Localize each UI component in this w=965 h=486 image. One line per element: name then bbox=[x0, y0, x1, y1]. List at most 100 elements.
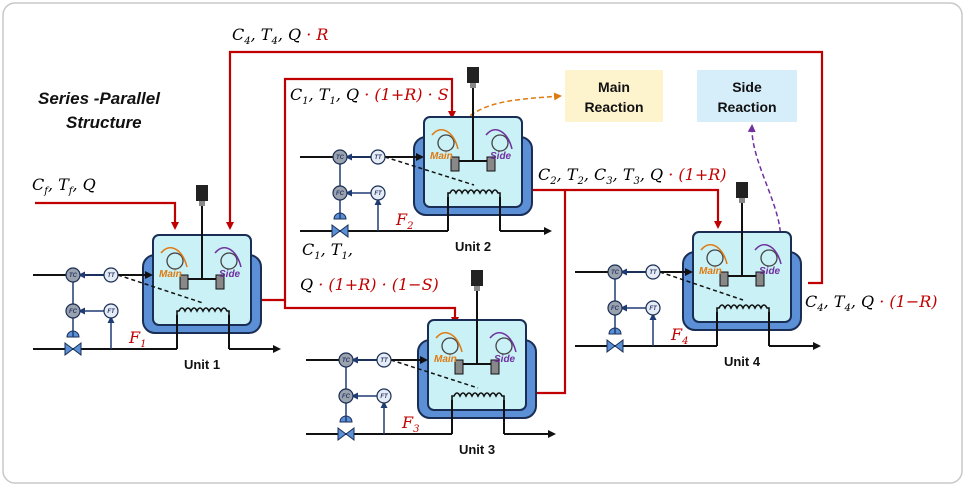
unit4-feed-label: C2, T2, C3, T3, Q · (1+R) bbox=[538, 165, 727, 187]
side-reaction-box: Side Reaction bbox=[697, 70, 797, 122]
agitator-motor bbox=[471, 270, 483, 286]
unit-label: Unit 2 bbox=[455, 239, 491, 254]
svg-text:Reaction: Reaction bbox=[584, 99, 643, 115]
heating-coil bbox=[716, 304, 770, 312]
side-reaction-curve bbox=[214, 247, 242, 268]
ft-controller-icon bbox=[103, 303, 119, 319]
unit-label: Unit 1 bbox=[184, 357, 220, 372]
ft-label: FT bbox=[380, 394, 389, 400]
agitator-motor bbox=[196, 185, 208, 201]
tc-controller-icon bbox=[338, 352, 354, 368]
motor-coupling bbox=[199, 201, 205, 206]
impeller-blade bbox=[755, 271, 765, 287]
side-reaction-icon bbox=[220, 252, 238, 270]
main-reaction-box: Main Reaction bbox=[565, 70, 663, 122]
coolant-flow-label: F3 bbox=[401, 413, 419, 435]
feed-stream bbox=[35, 201, 179, 230]
motor-coupling bbox=[474, 286, 480, 291]
main-label: Main bbox=[159, 269, 182, 280]
tt-controller-icon bbox=[103, 267, 119, 283]
tt-label: TT bbox=[649, 270, 658, 276]
motor-coupling bbox=[470, 83, 476, 88]
main-reaction-icon bbox=[441, 337, 459, 355]
side-label: Side bbox=[494, 354, 516, 365]
main-reaction-pointer bbox=[449, 92, 562, 141]
main-reaction-curve bbox=[160, 247, 188, 268]
side-reaction-curve bbox=[489, 332, 517, 353]
tc-controller-icon bbox=[65, 267, 81, 283]
unit1-outlet-label: C1, T1, bbox=[302, 240, 353, 262]
diagram-title: Series -Parallel Structure bbox=[38, 89, 165, 132]
tt-label: TT bbox=[374, 155, 383, 161]
control-valve bbox=[331, 224, 349, 238]
control-valve bbox=[606, 339, 624, 353]
impeller-blade bbox=[486, 156, 496, 172]
temperature-sensor-link bbox=[659, 271, 744, 301]
tt-label: TT bbox=[380, 358, 389, 364]
coolant-flow-label: F1 bbox=[128, 328, 146, 350]
control-valve bbox=[64, 342, 82, 356]
tc-controller-icon bbox=[607, 264, 623, 280]
ft-label: FT bbox=[649, 306, 658, 312]
temperature-sensor-link bbox=[117, 274, 204, 304]
main-reaction-curve bbox=[431, 129, 459, 150]
product-label: C4, T4, Q · (1−R) bbox=[805, 292, 938, 314]
coolant-flow-label: F4 bbox=[670, 325, 688, 347]
process-streams bbox=[35, 50, 824, 395]
control-valve bbox=[337, 427, 355, 441]
feed-label: Cf, Tf, Q bbox=[32, 175, 96, 197]
tc-label: TC bbox=[69, 273, 78, 279]
side-reaction-icon bbox=[760, 249, 778, 267]
fc-controller-icon bbox=[607, 300, 623, 316]
unit2-unit3-outlet bbox=[512, 188, 567, 395]
main-reaction-icon bbox=[166, 252, 184, 270]
ft-label: FT bbox=[374, 191, 383, 197]
impeller-blade bbox=[454, 359, 464, 375]
side-reaction-curve bbox=[754, 244, 782, 265]
side-reaction-curve bbox=[485, 129, 513, 150]
fc-label: FC bbox=[611, 306, 620, 312]
tc-label: TC bbox=[342, 358, 351, 364]
main-reaction-icon bbox=[706, 249, 724, 267]
fc-label: FC bbox=[69, 309, 78, 315]
tt-label: TT bbox=[107, 273, 116, 279]
stream-to-unit4 bbox=[565, 188, 722, 229]
fc-controller-icon bbox=[332, 185, 348, 201]
main-reaction-curve bbox=[700, 244, 728, 265]
stream-to-unit2 bbox=[245, 77, 456, 302]
ft-controller-icon bbox=[645, 300, 661, 316]
impeller-blade bbox=[215, 274, 225, 290]
fc-controller-icon bbox=[65, 303, 81, 319]
heating-coil bbox=[447, 189, 501, 197]
heating-coil bbox=[451, 392, 505, 400]
svg-text:Side: Side bbox=[732, 79, 762, 95]
impeller-blade bbox=[490, 359, 500, 375]
ft-controller-icon bbox=[376, 388, 392, 404]
agitator-motor bbox=[467, 67, 479, 83]
tt-controller-icon bbox=[370, 149, 386, 165]
side-reaction-icon bbox=[491, 134, 509, 152]
agitator-motor bbox=[736, 182, 748, 198]
impeller-blade bbox=[719, 271, 729, 287]
fc-label: FC bbox=[342, 394, 351, 400]
temperature-sensor-link bbox=[390, 359, 479, 389]
svg-text:Main: Main bbox=[598, 79, 630, 95]
tt-controller-icon bbox=[376, 352, 392, 368]
tc-controller-icon bbox=[332, 149, 348, 165]
main-label: Main bbox=[434, 354, 457, 365]
side-label: Side bbox=[490, 151, 512, 162]
coolant-flow-label: F2 bbox=[395, 210, 413, 232]
tc-label: TC bbox=[336, 155, 345, 161]
recycle-stream bbox=[226, 50, 824, 285]
impeller-blade bbox=[179, 274, 189, 290]
side-label: Side bbox=[219, 269, 241, 280]
main-reaction-curve bbox=[435, 332, 463, 353]
side-label: Side bbox=[759, 266, 781, 277]
